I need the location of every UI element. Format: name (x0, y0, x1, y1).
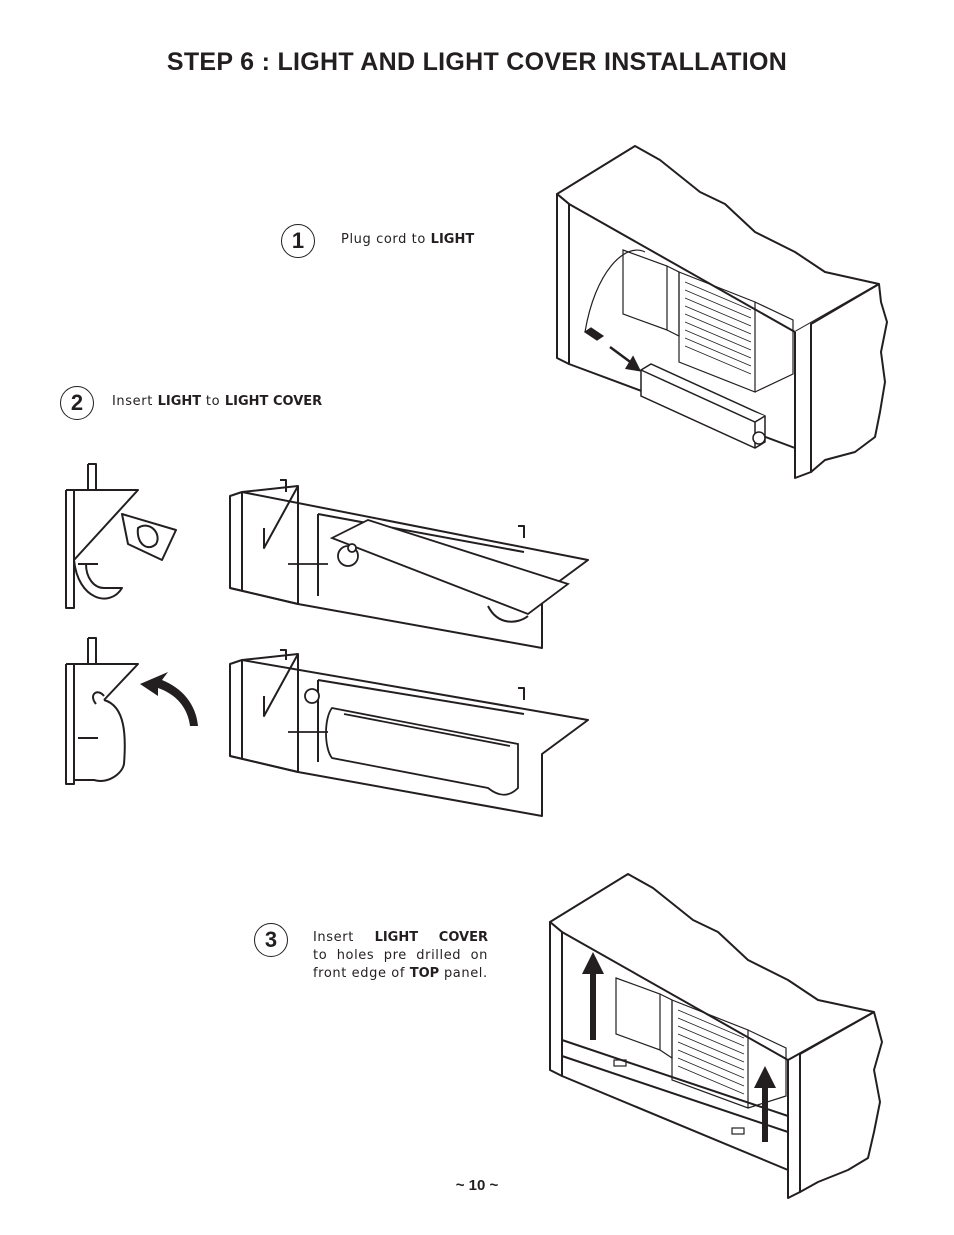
step-3-top-label: TOP (409, 966, 440, 981)
step-3-line-2: to holes pre drilled on (313, 948, 488, 963)
step-2-side-profile-illustration-a (65, 463, 177, 609)
step-3-line-1: Insert LIGHT COVER (313, 929, 488, 947)
step-3-word-light: LIGHT (374, 930, 419, 945)
step-3-word-insert: Insert (313, 930, 354, 945)
step-2-side-profile-illustration-b (65, 637, 198, 785)
step-2-connector: to (201, 394, 225, 409)
step-3-instruction: Insert LIGHT COVER to holes pre drilled … (313, 929, 488, 983)
step-3-cabinet-illustration (549, 873, 883, 1199)
step-1-number: 1 (281, 224, 315, 258)
page-title: STEP 6 : LIGHT AND LIGHT COVER INSTALLAT… (166, 48, 788, 76)
step-2-light-label: LIGHT (157, 394, 202, 409)
step-3-text-c: panel. (439, 966, 488, 981)
step-3-text-a: front edge of (313, 966, 410, 981)
step-1-light-label: LIGHT (430, 232, 475, 247)
step-3-number: 3 (254, 923, 288, 957)
step-3-word-cover: COVER (438, 930, 488, 945)
step-2-light-insert-illustration (229, 479, 589, 649)
step-2-instruction: Insert LIGHT to LIGHT COVER (112, 393, 322, 411)
page-number: ~ 10 ~ (455, 1177, 499, 1194)
step-3-line-3: front edge of TOP panel. (313, 965, 488, 983)
step-2-number: 2 (60, 386, 94, 420)
step-2-cover-label: LIGHT COVER (224, 394, 323, 409)
step-1-instruction: Plug cord to LIGHT (341, 231, 474, 249)
step-1-text: Plug cord to (341, 232, 431, 247)
step-2-light-installed-illustration (229, 649, 589, 817)
step-1-cabinet-illustration (556, 145, 888, 479)
step-2-text: Insert (112, 394, 158, 409)
